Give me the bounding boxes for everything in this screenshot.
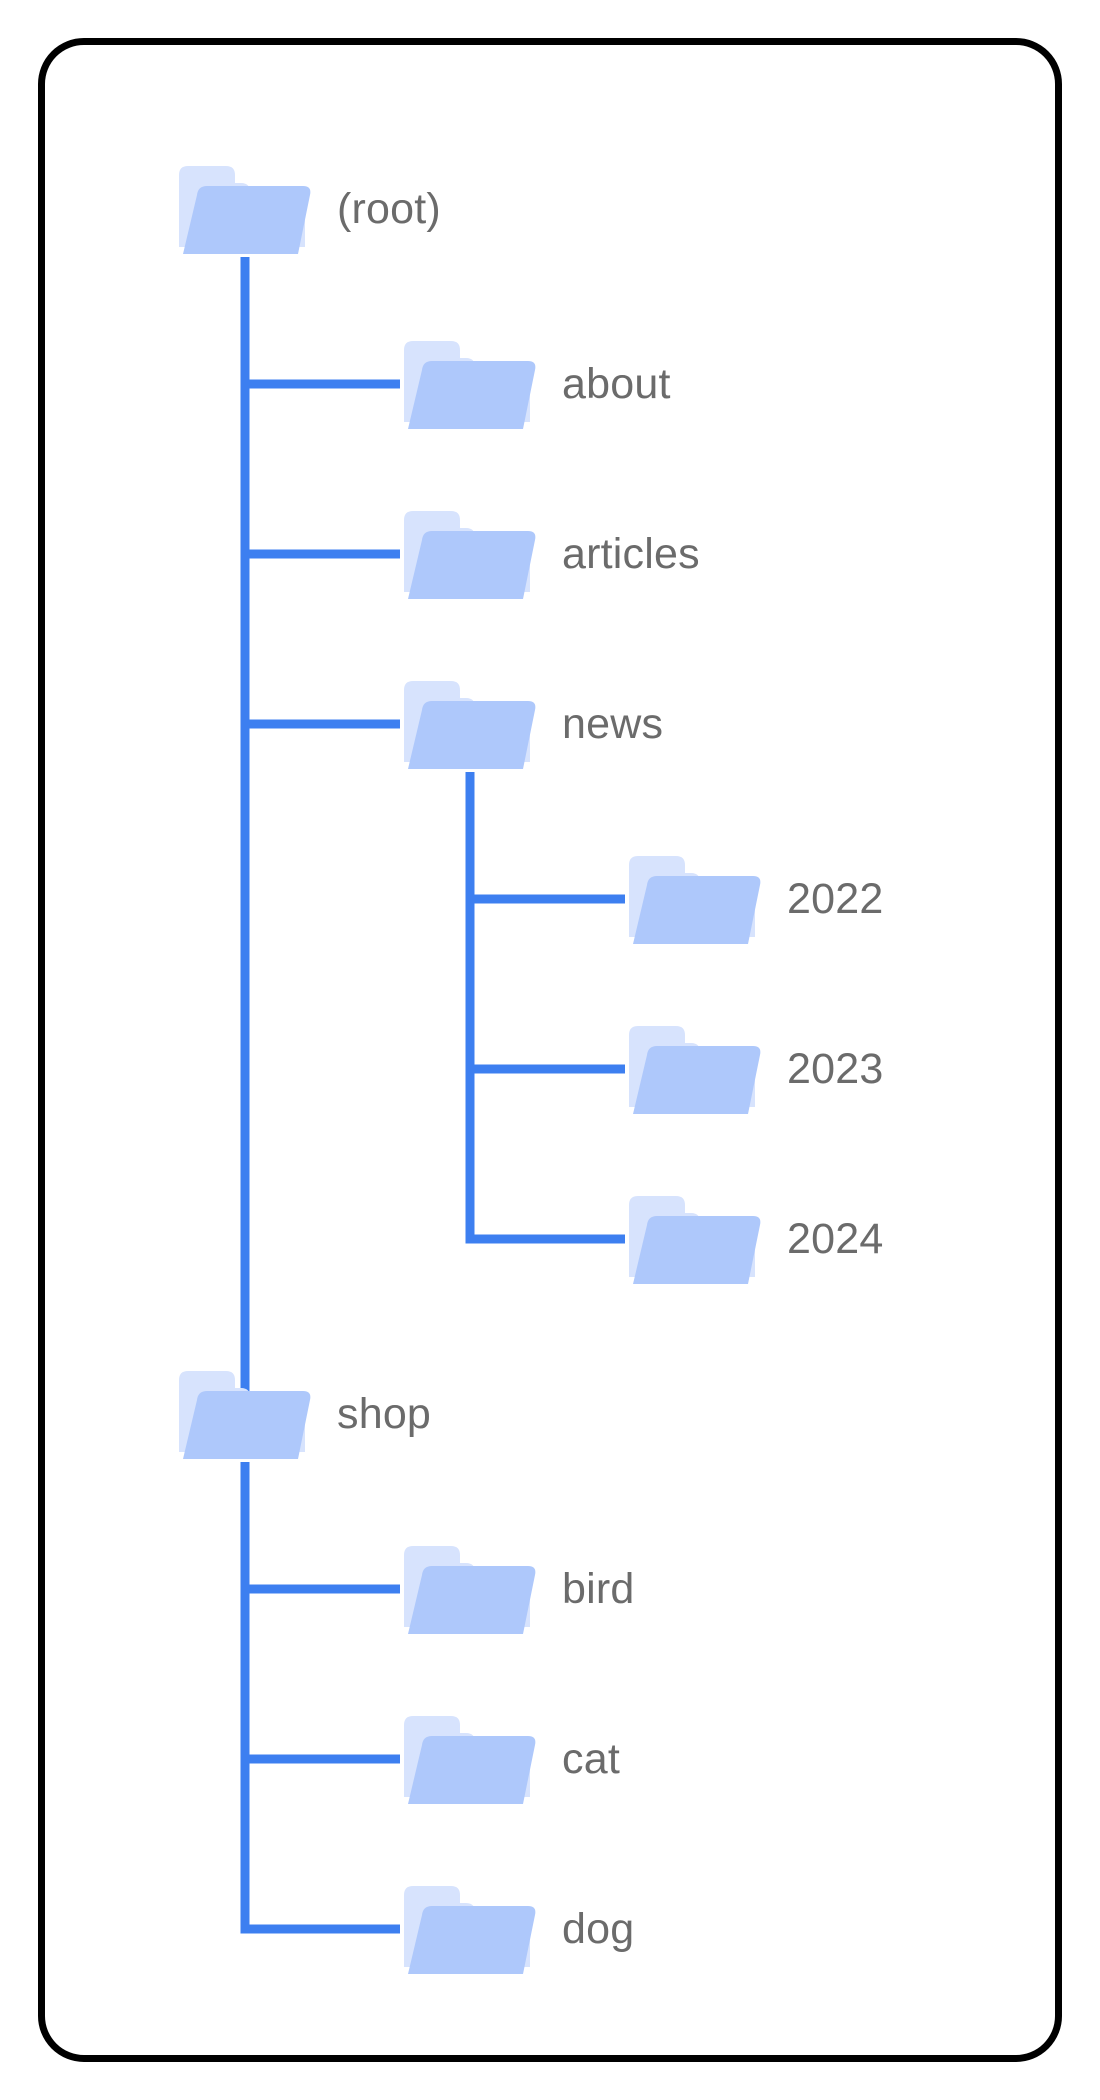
folder-label-about: about bbox=[562, 359, 671, 408]
connector-line bbox=[240, 1924, 400, 1934]
folder-label-dog: dog bbox=[562, 1904, 635, 1953]
tree-node-articles[interactable]: articles bbox=[400, 500, 700, 608]
tree-canvas: (root) about articles news bbox=[45, 45, 1055, 2055]
folder-label-shop: shop bbox=[337, 1389, 432, 1438]
folder-icon bbox=[625, 1185, 765, 1293]
folder-icon bbox=[400, 1875, 540, 1983]
folder-label-2022: 2022 bbox=[787, 874, 884, 923]
connector-line bbox=[240, 257, 250, 1419]
folder-icon bbox=[400, 670, 540, 778]
folder-icon bbox=[625, 845, 765, 953]
folder-icon bbox=[400, 330, 540, 438]
tree-node-about[interactable]: about bbox=[400, 330, 671, 438]
folder-label-articles: articles bbox=[562, 529, 700, 578]
folder-label-news: news bbox=[562, 699, 664, 748]
tree-node-cat[interactable]: cat bbox=[400, 1705, 620, 1813]
tree-node-2023[interactable]: 2023 bbox=[625, 1015, 883, 1123]
folder-label-cat: cat bbox=[562, 1734, 620, 1783]
tree-node-bird[interactable]: bird bbox=[400, 1535, 635, 1643]
connector-line bbox=[465, 1064, 625, 1074]
folder-icon bbox=[400, 1705, 540, 1813]
folder-label-root: (root) bbox=[337, 184, 441, 233]
connector-line bbox=[240, 1462, 250, 1934]
connector-line bbox=[465, 1234, 625, 1244]
folder-icon bbox=[400, 500, 540, 608]
connector-line bbox=[240, 379, 400, 389]
connector-line bbox=[240, 549, 400, 559]
folder-icon bbox=[175, 1360, 315, 1468]
folder-icon bbox=[175, 155, 315, 263]
connector-line bbox=[240, 1584, 400, 1594]
tree-node-2022[interactable]: 2022 bbox=[625, 845, 883, 953]
folder-icon bbox=[400, 1535, 540, 1643]
folder-label-2024: 2024 bbox=[787, 1214, 884, 1263]
tree-node-dog[interactable]: dog bbox=[400, 1875, 634, 1983]
folder-label-2023: 2023 bbox=[787, 1044, 884, 1093]
tree-node-news[interactable]: news bbox=[400, 670, 663, 778]
connector-line bbox=[240, 1754, 400, 1764]
diagram-card: (root) about articles news bbox=[38, 38, 1062, 2062]
connector-line bbox=[465, 772, 475, 1244]
connector-line bbox=[240, 719, 400, 729]
tree-node-2024[interactable]: 2024 bbox=[625, 1185, 883, 1293]
tree-node-shop[interactable]: shop bbox=[175, 1360, 431, 1468]
folder-label-bird: bird bbox=[562, 1564, 635, 1613]
tree-connectors bbox=[240, 257, 625, 1934]
tree-node-root[interactable]: (root) bbox=[175, 155, 441, 263]
connector-line bbox=[465, 894, 625, 904]
folder-icon bbox=[625, 1015, 765, 1123]
